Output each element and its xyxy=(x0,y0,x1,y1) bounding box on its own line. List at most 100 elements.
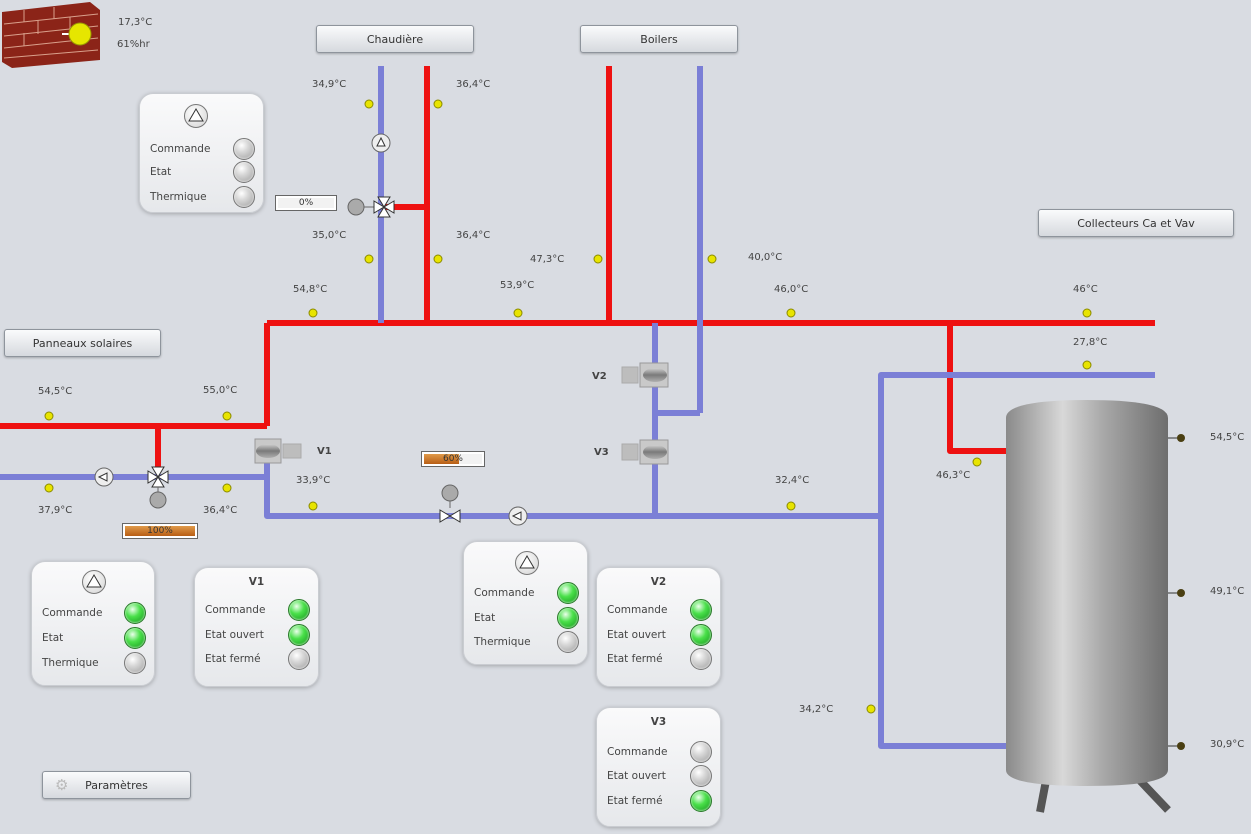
row-label: Etat ouvert xyxy=(607,770,666,782)
panel-row-commande: Commande xyxy=(205,599,310,621)
panel-row-thermique: Thermique xyxy=(150,186,255,208)
panel-title: V3 xyxy=(650,716,667,728)
temp-solar-retour-left: 37,9°C xyxy=(38,505,73,516)
panel-row-etat-ouvert: Etat ouvert xyxy=(607,765,712,787)
panel-row-etat-ferme: Etat fermé xyxy=(205,648,310,670)
three-way-valve-icon[interactable] xyxy=(347,196,395,218)
pump-chaudiere-panel: Commande Etat Thermique xyxy=(139,93,264,213)
gear-icon: ⚙ xyxy=(55,776,69,794)
panel-row-etat-ouvert: Etat ouvert xyxy=(205,624,310,646)
pump-mid-panel: Commande Etat Thermique xyxy=(463,541,588,665)
temp-return-mid-left: 33,9°C xyxy=(296,475,331,486)
parametres-label: Paramètres xyxy=(85,778,148,792)
panel-row-commande: Commande xyxy=(607,741,712,763)
panel-row-commande: Commande xyxy=(42,602,146,624)
valve-position-fill xyxy=(424,454,459,464)
row-label: Commande xyxy=(607,604,668,616)
temp-chaud-retour-low: 35,0°C xyxy=(312,230,347,241)
status-led xyxy=(288,599,310,621)
temp-boil-retour: 40,0°C xyxy=(748,252,783,263)
status-led xyxy=(288,624,310,646)
status-led xyxy=(288,648,310,670)
valve-v1[interactable] xyxy=(254,438,302,464)
status-led xyxy=(690,790,712,812)
cold-pipes xyxy=(0,66,1155,749)
status-led xyxy=(124,602,146,624)
status-led xyxy=(557,631,579,653)
valve-v1-label: V1 xyxy=(317,446,332,457)
row-label: Etat fermé xyxy=(607,653,663,665)
chaudiere-valve-position: 0% xyxy=(275,195,337,211)
pump-icon xyxy=(515,551,539,575)
temperature-sensors xyxy=(44,99,1092,714)
status-led xyxy=(557,607,579,629)
boilers-button[interactable]: Boilers xyxy=(580,25,738,53)
row-label: Etat fermé xyxy=(205,653,261,665)
valve-v2-label: V2 xyxy=(592,371,607,382)
pump-solar-panel: Commande Etat Thermique xyxy=(31,561,155,686)
panneaux-solaires-button[interactable]: Panneaux solaires xyxy=(4,329,161,357)
status-led xyxy=(124,627,146,649)
panel-title: V2 xyxy=(650,576,667,588)
temp-boil-depart: 47,3°C xyxy=(530,254,565,265)
row-label: Etat ouvert xyxy=(607,629,666,641)
hot-pipes xyxy=(0,66,1155,468)
pump-icon[interactable] xyxy=(371,133,391,153)
panel-row-etat: Etat xyxy=(474,607,579,629)
temp-solar-depart-left: 54,5°C xyxy=(38,386,73,397)
three-way-valve-icon[interactable] xyxy=(147,466,169,509)
valve-v2-panel: V2 Commande Etat ouvert Etat fermé xyxy=(596,567,721,687)
row-label: Commande xyxy=(42,607,103,619)
pump-icon[interactable] xyxy=(94,467,114,487)
panel-row-etat-ferme: Etat fermé xyxy=(607,648,712,670)
status-led xyxy=(124,652,146,674)
row-label: Commande xyxy=(205,604,266,616)
chaudiere-button[interactable]: Chaudière xyxy=(316,25,474,53)
three-way-valve-icon[interactable] xyxy=(439,484,461,523)
status-led xyxy=(690,765,712,787)
row-label: Thermique xyxy=(42,657,99,669)
row-label: Thermique xyxy=(474,636,531,648)
status-led xyxy=(233,161,255,183)
brick-wall-icon xyxy=(2,2,100,68)
temp-return-mid-right: 32,4°C xyxy=(775,475,810,486)
status-led xyxy=(690,599,712,621)
valve-position-label: 0% xyxy=(298,198,314,208)
valve-position-fill xyxy=(125,526,195,536)
panel-row-commande: Commande xyxy=(474,582,579,604)
row-label: Etat xyxy=(474,612,496,624)
status-led xyxy=(690,741,712,763)
status-led xyxy=(690,624,712,646)
row-label: Etat xyxy=(150,166,172,178)
row-label: Commande xyxy=(607,746,668,758)
temp-solar-retour-right: 36,4°C xyxy=(203,505,238,516)
temp-solar-depart-right: 55,0°C xyxy=(203,385,238,396)
temp-tank-mid: 49,1°C xyxy=(1210,586,1245,597)
panel-row-etat-ferme: Etat fermé xyxy=(607,790,712,812)
panel-title: V1 xyxy=(248,576,265,588)
pump-icon xyxy=(184,104,208,128)
temp-main-right2: 46°C xyxy=(1073,284,1098,295)
valve-v3[interactable] xyxy=(621,439,669,465)
temp-chaud-retour-top: 34,9°C xyxy=(312,79,347,90)
panel-row-thermique: Thermique xyxy=(42,652,146,674)
valve-position-label: 100% xyxy=(147,526,173,536)
parametres-button[interactable]: ⚙ Paramètres xyxy=(42,771,191,799)
temp-tank-inlet: 46,3°C xyxy=(936,470,971,481)
solar-valve-position: 100% xyxy=(122,523,198,539)
temp-tank-bottom: 30,9°C xyxy=(1210,739,1245,750)
temp-tank-top: 54,5°C xyxy=(1210,432,1245,443)
collecteurs-button[interactable]: Collecteurs Ca et Vav xyxy=(1038,209,1234,237)
temp-return-right: 27,8°C xyxy=(1073,337,1108,348)
storage-tank-icon xyxy=(1006,400,1171,813)
status-led xyxy=(233,138,255,160)
temp-main-right1: 46,0°C xyxy=(774,284,809,295)
temp-chaud-depart-low: 36,4°C xyxy=(456,230,491,241)
valve-v2[interactable] xyxy=(621,362,669,388)
temp-main-left: 54,8°C xyxy=(293,284,328,295)
panel-row-etat: Etat xyxy=(150,161,255,183)
pump-icon[interactable] xyxy=(508,506,528,526)
valve-v3-panel: V3 Commande Etat ouvert Etat fermé xyxy=(596,707,721,827)
panel-row-thermique: Thermique xyxy=(474,631,579,653)
row-label: Commande xyxy=(474,587,535,599)
